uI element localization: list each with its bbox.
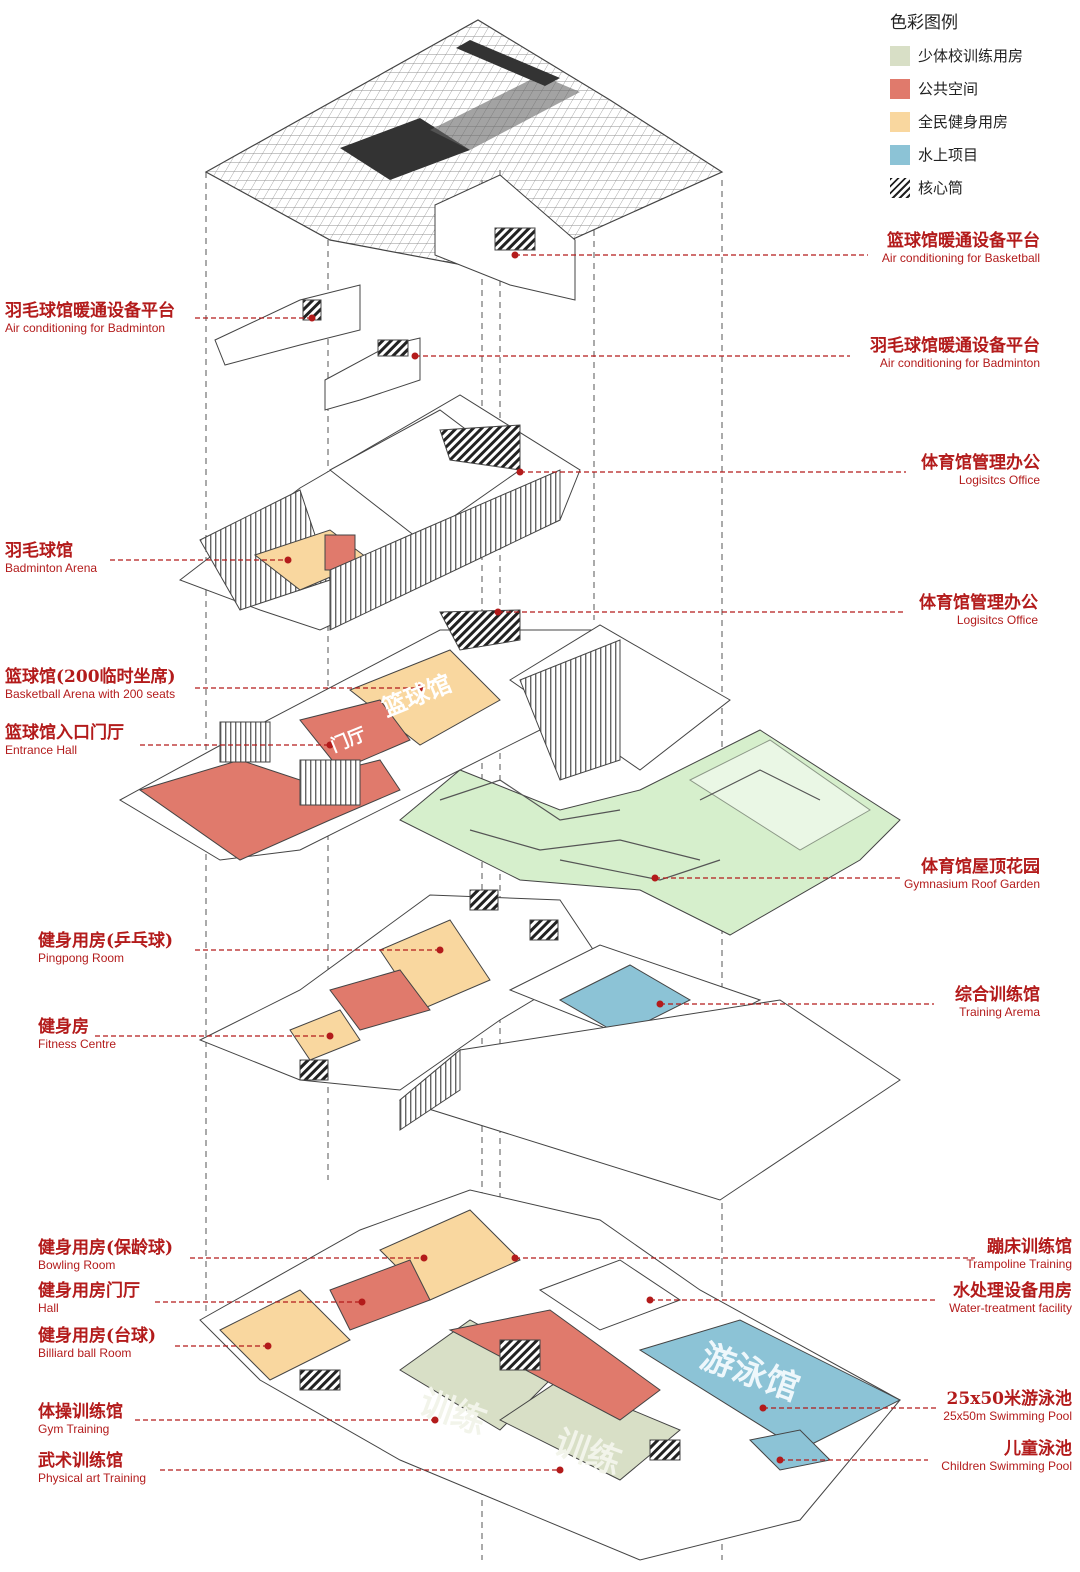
label-en: Air conditioning for Basketball (881, 250, 1040, 265)
label-zh: 体育馆管理办公 (919, 593, 1038, 613)
label-zh: 体育馆管理办公 (921, 453, 1040, 473)
legend-swatch-fitness (890, 111, 910, 132)
label-swimming-pool: 25x50米游泳池 25x50m Swimming Pool (943, 1389, 1072, 1423)
hvac-platforms (214, 174, 576, 411)
label-hall: 健身用房门厅 Hall (38, 1281, 140, 1315)
label-en: Training Arema (959, 1004, 1040, 1019)
label-zh: 综合训练馆 (955, 985, 1040, 1005)
label-zh: 羽毛球馆暖通设备平台 (870, 336, 1040, 356)
legend-item: 公共空间 (890, 72, 1075, 105)
label-zh: 羽毛球馆暖通设备平台 (5, 301, 175, 321)
legend-label: 少体校训练用房 (918, 47, 1024, 65)
label-en: Gymnasium Roof Garden (903, 876, 1040, 891)
label-en: Water-treatment facility (949, 1300, 1072, 1315)
legend-item: 核心筒 (890, 171, 1075, 204)
legend-label: 全民健身用房 (918, 113, 1009, 131)
label-zh: 健身用房(保龄球) (38, 1238, 174, 1258)
leader-lines (95, 254, 975, 1471)
label-en: Billiard ball Room (38, 1345, 132, 1360)
label-en: Gym Training (38, 1421, 110, 1436)
label-entrance-hall: 篮球馆入口门厅 Entrance Hall (5, 723, 124, 757)
legend-title: 色彩图例 (890, 13, 958, 33)
label-children-pool: 儿童泳池 Children Swimming Pool (941, 1439, 1072, 1473)
label-zh: 羽毛球馆 (5, 541, 73, 561)
legend-item: 少体校训练用房 (890, 39, 1075, 72)
label-training-arena: 综合训练馆 Training Arema (955, 985, 1040, 1019)
label-en: Pingpong Room (38, 950, 125, 965)
label-en: Basketball Arena with 200 seats (5, 686, 176, 701)
label-physical-art: 武术训练馆 Physical art Training (38, 1451, 147, 1485)
label-logistics-office-2: 体育馆管理办公 Logisitcs Office (919, 593, 1038, 627)
label-en: Entrance Hall (5, 742, 78, 757)
label-en: Hall (38, 1300, 59, 1315)
label-en: Badminton Arena (5, 560, 98, 575)
leader-dots (264, 251, 784, 1474)
label-zh: 儿童泳池 (1004, 1439, 1072, 1459)
label-en: Trampoline Training (966, 1256, 1072, 1271)
label-trampoline: 蹦床训练馆 Trampoline Training (966, 1237, 1072, 1271)
label-zh: 健身用房门厅 (38, 1281, 140, 1301)
label-en: Fitness Centre (38, 1036, 117, 1051)
label-zh: 25x50米游泳池 (946, 1389, 1072, 1409)
legend-swatch-public (890, 78, 910, 99)
label-zh: 健身房 (38, 1017, 89, 1037)
label-badminton-hvac-left: 羽毛球馆暖通设备平台 Air conditioning for Badminto… (5, 301, 175, 335)
label-pingpong: 健身用房(乒乓球) Pingpong Room (38, 931, 174, 965)
badminton-layer (178, 394, 581, 631)
label-zh: 篮球馆入口门厅 (5, 723, 124, 743)
label-zh: 蹦床训练馆 (987, 1237, 1072, 1257)
label-zh: 健身用房(台球) (38, 1326, 157, 1346)
label-billiard: 健身用房(台球) Billiard ball Room (38, 1326, 157, 1360)
label-en: Air conditioning for Badminton (5, 320, 166, 335)
legend-label: 核心筒 (918, 179, 964, 197)
label-basketball-hvac: 篮球馆暖通设备平台 Air conditioning for Basketbal… (881, 231, 1040, 265)
label-zh: 体操训练馆 (38, 1402, 123, 1422)
label-fitness: 健身房 Fitness Centre (38, 1017, 117, 1051)
label-zh: 篮球馆暖通设备平台 (887, 231, 1040, 251)
label-badminton-hvac-right: 羽毛球馆暖通设备平台 Air conditioning for Badminto… (870, 336, 1040, 370)
legend-label: 水上项目 (918, 146, 979, 164)
roof-garden-layer (399, 729, 901, 936)
label-gym-training: 体操训练馆 Gym Training (38, 1402, 123, 1436)
label-zh: 武术训练馆 (38, 1451, 123, 1471)
label-en: Logisitcs Office (956, 612, 1038, 627)
legend-item: 全民健身用房 (890, 105, 1075, 138)
label-zh: 篮球馆(200临时坐席) (5, 667, 176, 687)
label-water-treatment: 水处理设备用房 Water-treatment facility (949, 1281, 1072, 1315)
label-zh: 水处理设备用房 (953, 1281, 1072, 1301)
label-en: Bowling Room (38, 1257, 116, 1272)
basketball-layer (118, 609, 731, 861)
label-zh: 健身用房(乒乓球) (38, 931, 174, 951)
color-legend: 色彩图例 少体校训练用房 公共空间 全民健身用房 水上项目 核心筒 (890, 8, 1075, 204)
label-logistics-office-1: 体育馆管理办公 Logisitcs Office (921, 453, 1040, 487)
label-en: Logisitcs Office (958, 472, 1040, 487)
label-roof-garden: 体育馆屋顶花园 Gymnasium Roof Garden (903, 857, 1040, 891)
label-en: 25x50m Swimming Pool (943, 1408, 1072, 1423)
label-en: Air conditioning for Badminton (879, 355, 1040, 370)
label-badminton-arena: 羽毛球馆 Badminton Arena (5, 541, 98, 575)
fitness-layer (198, 889, 901, 1201)
ground-layer (199, 1189, 902, 1561)
label-en: Children Swimming Pool (941, 1458, 1072, 1473)
label-en: Physical art Training (38, 1470, 147, 1485)
legend-label: 公共空间 (918, 80, 979, 98)
legend-swatch-core (890, 177, 910, 198)
legend-swatch-training (890, 45, 910, 66)
label-zh: 体育馆屋顶花园 (921, 857, 1040, 877)
roof-layer (204, 19, 724, 273)
label-basketball-arena: 篮球馆(200临时坐席) Basketball Arena with 200 s… (5, 667, 176, 701)
legend-item: 水上项目 (890, 138, 1075, 171)
legend-swatch-water (890, 144, 910, 165)
label-bowling: 健身用房(保龄球) Bowling Room (38, 1238, 174, 1272)
